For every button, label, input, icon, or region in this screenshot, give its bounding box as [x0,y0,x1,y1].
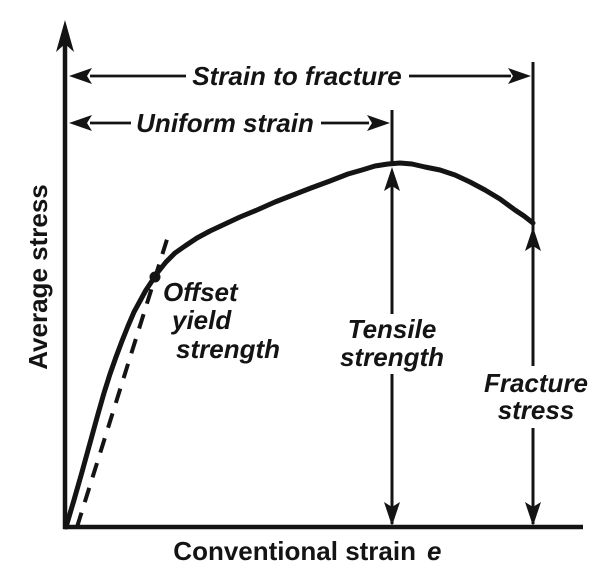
offset-yield-label-line3: strength [176,334,280,364]
fracture-stress-label-line2: stress [498,395,575,425]
strain-to-fracture-label: Strain to fracture [192,61,402,91]
uniform-strain-left-arrowhead-icon [69,115,92,131]
y-axis-arrowhead-icon [56,20,74,52]
fracture-stress-label-line1: Fracture [484,368,588,398]
y-axis-label: Average stress [23,184,53,370]
x-axis-symbol: e [427,536,441,566]
offset-yield-label-line1: Offset [163,277,239,307]
strain-to-fracture-left-arrowhead-icon [69,68,92,84]
offset-yield-label-line2: yield [170,305,232,335]
uniform-strain-right-arrowhead-icon [367,115,390,131]
stress-strain-curve [63,160,536,530]
fracture-stress-down-arrowhead-icon [525,502,541,526]
tensile-strength-label-line1: Tensile [348,314,437,344]
x-axis-label: Conventional strain [173,536,416,566]
offset-yield-point-dot [149,271,161,283]
tensile-strength-label-line2: strength [340,342,444,372]
fracture-stress-up-arrowhead-icon [525,227,541,251]
strain-to-fracture-right-arrowhead-icon [508,68,531,84]
tensile-strength-down-arrowhead-icon [384,502,400,526]
uniform-strain-label: Uniform strain [136,108,314,138]
